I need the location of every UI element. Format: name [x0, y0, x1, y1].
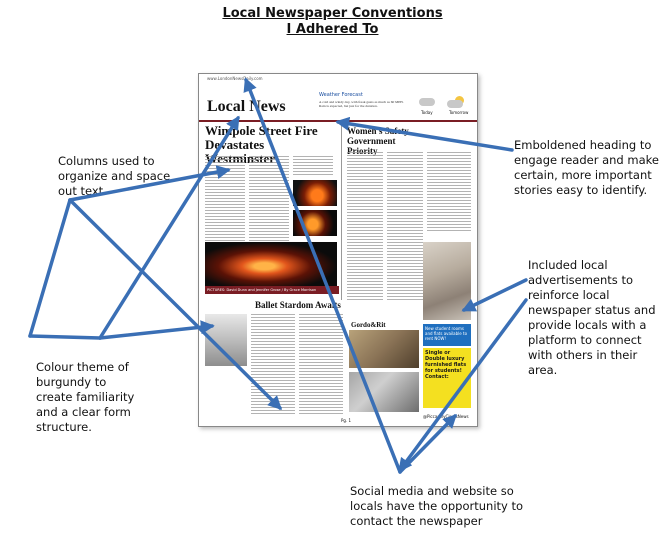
arrow-line — [28, 334, 102, 340]
arrow-line — [28, 198, 72, 338]
page-title-line1: Local Newspaper Conventions — [222, 6, 443, 21]
text-column — [347, 152, 383, 302]
page-title-line2: I Adhered To — [286, 22, 379, 37]
weather-tomorrow: Tomorrow — [449, 110, 469, 115]
fire-photo-small — [293, 180, 337, 206]
annotation-adverts: Included local advertisements to reinfor… — [528, 258, 656, 377]
masthead-name: Local News — [207, 98, 286, 115]
ad-yellow: Single or Double luxury furnished flats … — [423, 348, 471, 408]
arrow-adverts-1 — [461, 278, 528, 312]
cloud-icon — [419, 98, 435, 106]
arrow-colour-2 — [98, 320, 215, 340]
fire-photo-large — [205, 242, 337, 286]
arrow-colour-1 — [98, 115, 240, 340]
gordo-photo — [349, 330, 419, 368]
annotation-colour: Colour theme of burgundy to create famil… — [36, 360, 135, 434]
page-number: Pg. 1 — [341, 418, 352, 423]
column-divider — [341, 120, 342, 300]
weather-title: Weather Forecast — [319, 92, 363, 98]
newspaper-url: www.LondonNewsDaily.com — [207, 76, 263, 81]
weather-text: A cold and windy day, with freak gusts a… — [319, 100, 404, 108]
annotation-heading: Emboldened heading to engage reader and … — [514, 138, 659, 197]
text-column — [387, 152, 423, 302]
side-headline: Women's Safety Government Priority — [347, 126, 409, 156]
arrow-social-2 — [398, 414, 457, 474]
ad-blue: New student rooms and flats available to… — [423, 324, 471, 346]
car-photo — [349, 372, 419, 412]
ballet-headline: Ballet Stardom Awaits — [255, 300, 341, 310]
text-column — [427, 152, 471, 232]
annotation-social: Social media and website so locals have … — [350, 484, 524, 528]
text-column — [299, 314, 343, 414]
arrow-social-1 — [243, 77, 402, 474]
page-title: Local Newspaper Conventions I Adhered To — [0, 6, 665, 38]
photo-caption: PICTURES: David Dunn and Jennifer Grose … — [205, 286, 339, 300]
arrow-adverts-2 — [398, 298, 528, 473]
cloud-icon — [447, 100, 463, 108]
gordo-headline: Gordo&Rit — [351, 321, 386, 329]
text-column — [293, 156, 333, 176]
arrow-columns-2 — [68, 198, 282, 410]
arrow-heading — [335, 116, 514, 152]
weather-today: Today — [421, 110, 433, 115]
